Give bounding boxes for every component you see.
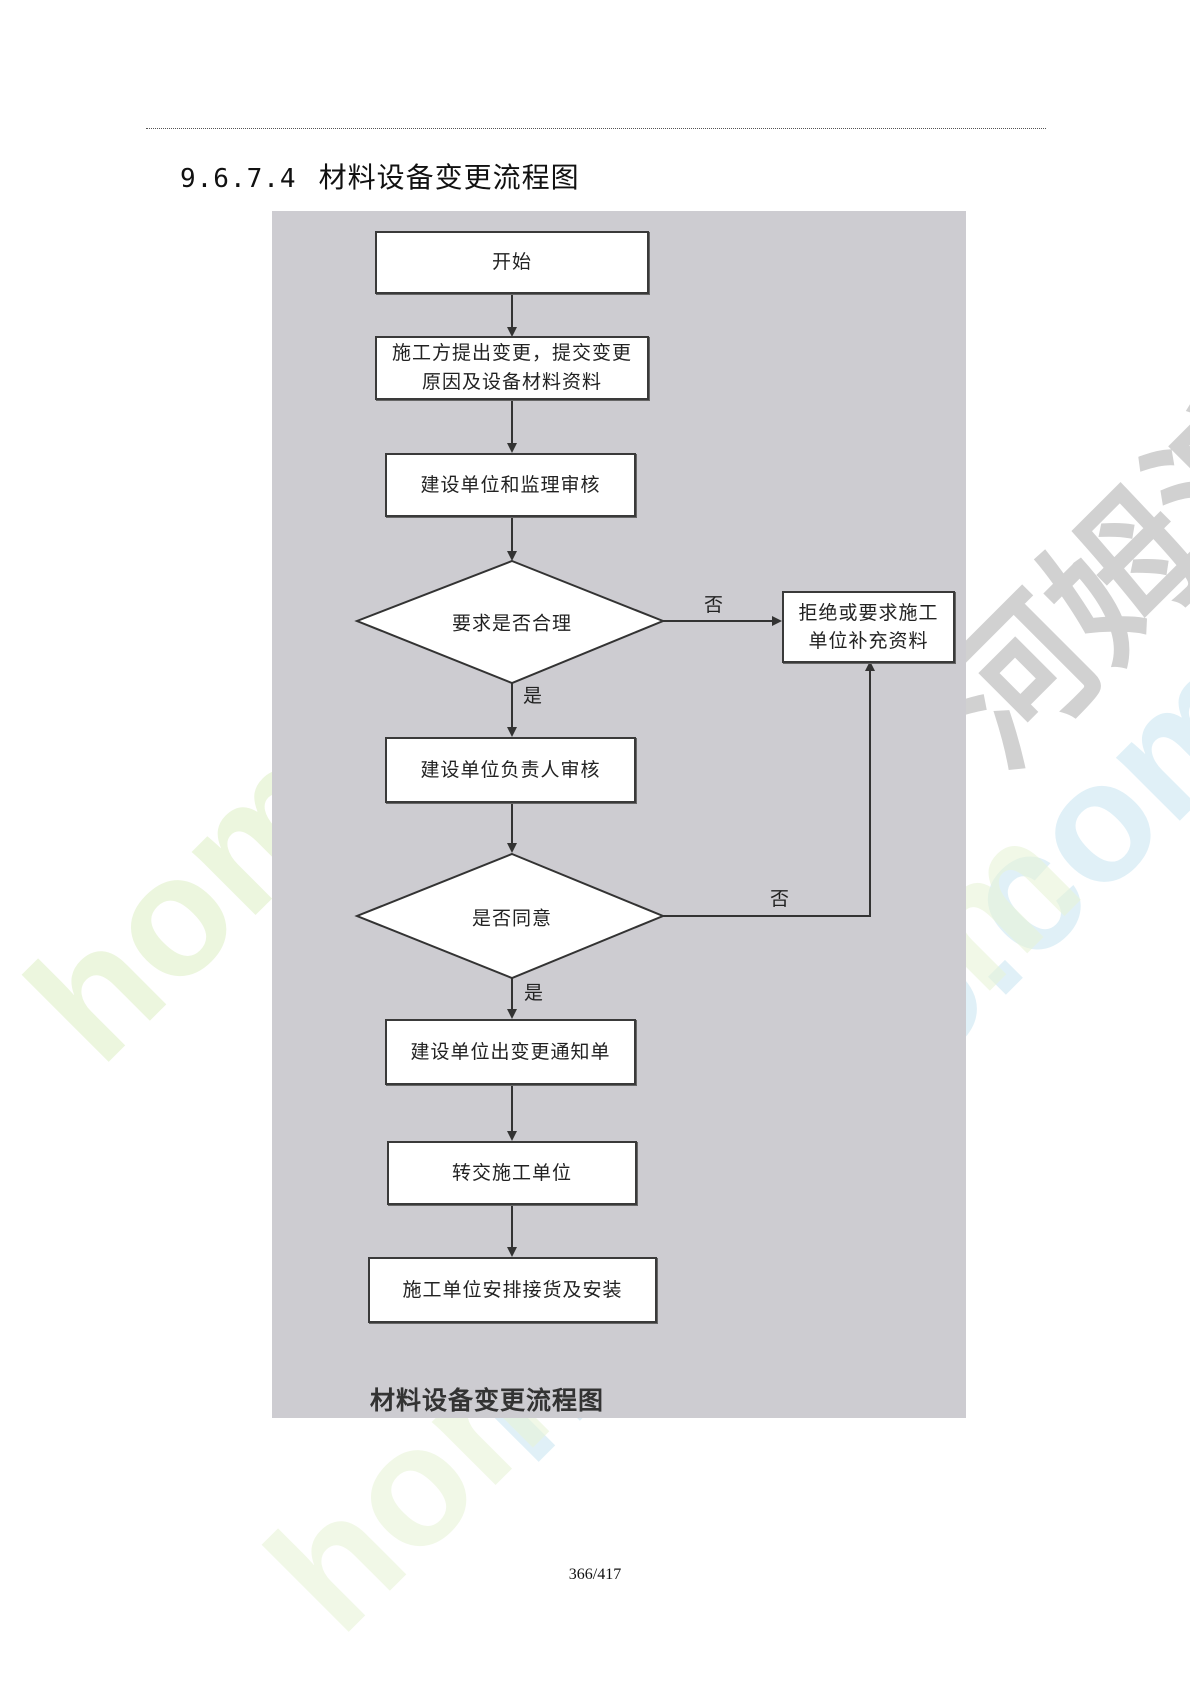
flowchart-panel: 开始 施工方提出变更，提交变更原因及设备材料资料 建设单位和监理审核 要求是否合… <box>272 211 966 1418</box>
page-number: 366/417 <box>568 1566 622 1583</box>
section-title: 材料设备变更流程图 <box>318 161 580 194</box>
label-yes-1: 是 <box>523 685 543 707</box>
start-box: 开始 <box>375 231 649 294</box>
decision-agree-shape <box>354 852 666 980</box>
arrow-decision2-to-reject <box>663 661 875 917</box>
change-notice-box: 建设单位出变更通知单 <box>385 1019 636 1085</box>
label-yes-2: 是 <box>524 982 544 1004</box>
submit-change-box: 施工方提出变更，提交变更原因及设备材料资料 <box>375 336 649 400</box>
install-box: 施工单位安排接货及安装 <box>368 1257 657 1323</box>
reject-box: 拒绝或要求施工单位补充资料 <box>782 591 955 663</box>
flowchart-connectors <box>354 293 875 1257</box>
flowchart-caption: 材料设备变更流程图 <box>370 1386 605 1415</box>
review-box: 建设单位和监理审核 <box>385 453 636 517</box>
section-number: 9.6.7.4 <box>180 164 297 194</box>
transfer-box: 转交施工单位 <box>387 1141 637 1205</box>
decision-reasonable-text: 要求是否合理 <box>451 612 573 635</box>
label-no-2: 否 <box>770 888 790 910</box>
decision-agree-text: 是否同意 <box>471 907 553 930</box>
leader-review-box: 建设单位负责人审核 <box>385 737 636 803</box>
label-no-1: 否 <box>704 594 724 616</box>
header-rule <box>146 128 1046 129</box>
decision-reasonable-shape <box>354 559 666 685</box>
section-heading: 9.6.7.4 材料设备变更流程图 <box>180 156 580 196</box>
